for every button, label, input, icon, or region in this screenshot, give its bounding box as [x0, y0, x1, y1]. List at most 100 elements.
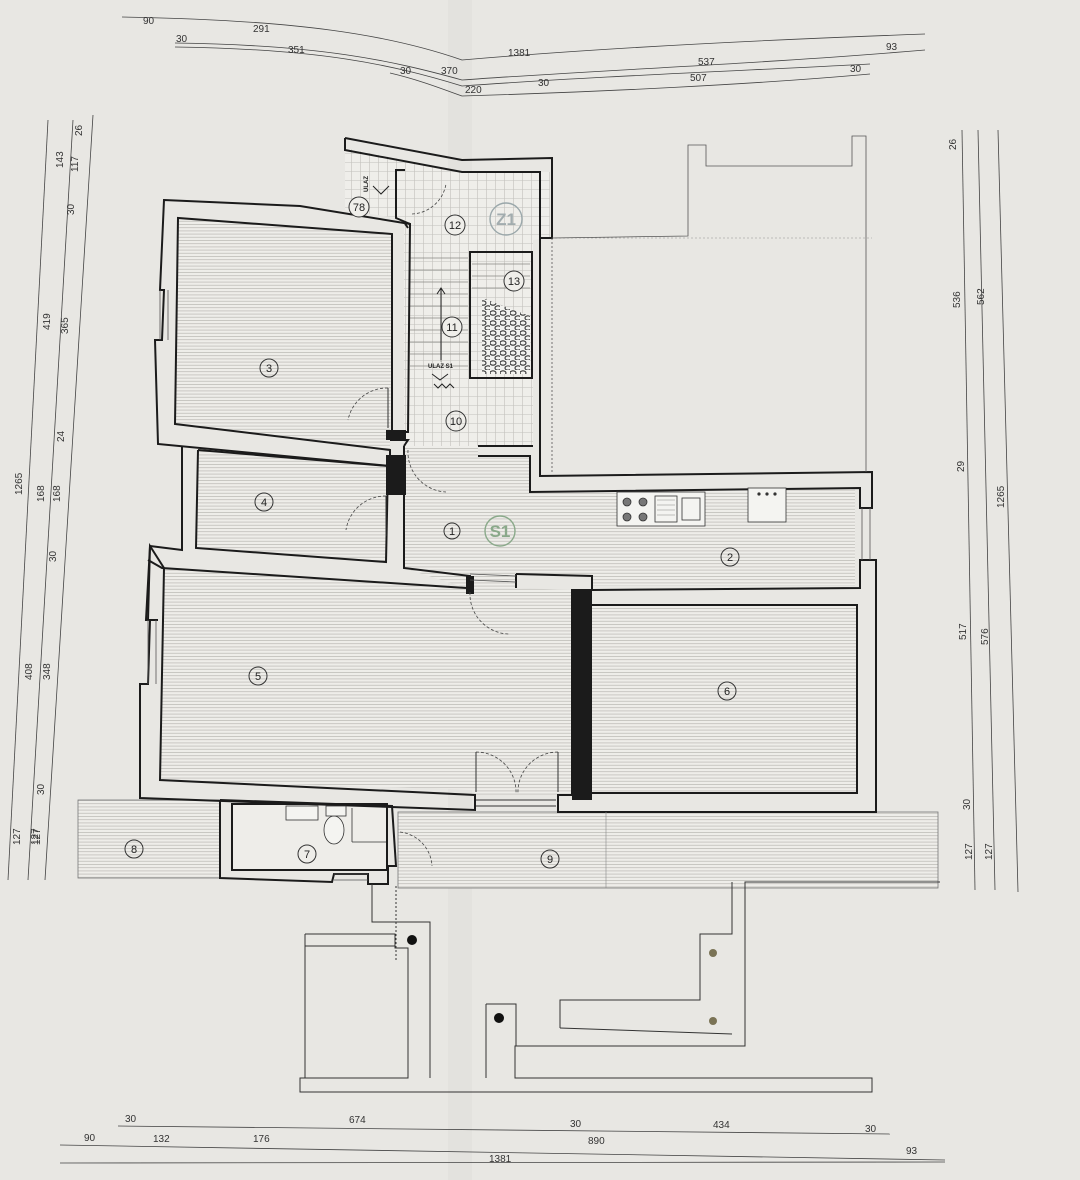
door-leaves [385, 388, 559, 807]
room-label-7: 7 [297, 844, 317, 864]
dim-label: 434 [713, 1120, 730, 1131]
svg-text:6: 6 [724, 686, 730, 698]
dim-label: 419 [42, 313, 53, 330]
dim-label: 348 [42, 663, 53, 680]
dim-label: 127 [12, 828, 23, 845]
dim-label: 507 [690, 73, 707, 84]
top-dimension-lines [121, 16, 926, 97]
dim-label: 576 [980, 628, 991, 645]
dim-label: 517 [958, 623, 969, 640]
bottom-dimension-lines [59, 1125, 946, 1164]
dim-label: 26 [948, 138, 959, 150]
room-label-12: 12 [444, 214, 466, 236]
dim-label: 890 [588, 1136, 605, 1147]
dim-label: 24 [56, 430, 67, 442]
bathroom-fixtures [285, 805, 386, 845]
svg-text:12: 12 [449, 220, 461, 232]
wall-fills [386, 430, 592, 800]
dim-label: 30 [48, 550, 59, 562]
door-swings [345, 183, 559, 867]
zone-label-s1: S1 [484, 515, 516, 547]
dim-label: 537 [698, 57, 715, 68]
dim-label: 30 [538, 78, 550, 89]
room-4-floor [196, 450, 388, 562]
room-label-13: 13 [503, 270, 525, 292]
room-label-5: 5 [248, 666, 268, 686]
svg-text:11: 11 [446, 322, 457, 334]
dim-label: 127 [30, 828, 41, 845]
right-dimension-lines [961, 129, 1019, 893]
svg-text:3: 3 [266, 363, 272, 375]
dim-label: 536 [952, 291, 963, 308]
exterior-structures [299, 881, 940, 1093]
dim-label: 30 [962, 798, 973, 810]
terrace-9 [397, 811, 939, 889]
svg-text:2: 2 [727, 552, 733, 564]
dim-label: 132 [153, 1134, 170, 1145]
dim-label: 127 [984, 843, 995, 860]
dim-label: 30 [176, 34, 188, 45]
stone-fill [482, 298, 530, 374]
dim-label: 30 [66, 203, 77, 215]
yard-lines [551, 135, 872, 472]
dim-label: 291 [253, 24, 270, 35]
ulaz-s1-label: ULAZ S1 [428, 364, 454, 370]
room-label-8: 8 [124, 839, 144, 859]
svg-text:4: 4 [261, 497, 267, 509]
dim-label: 29 [956, 460, 967, 472]
room-label-2: 2 [720, 547, 740, 567]
dim-label: 30 [850, 64, 862, 75]
dim-label: 1265 [14, 472, 25, 495]
room-label-6: 6 [717, 681, 737, 701]
room-3-floor [175, 218, 392, 450]
walls [139, 137, 877, 885]
svg-text:Z1: Z1 [496, 210, 516, 229]
kitchen-lines [657, 499, 675, 516]
ulaz-label: ULAZ [364, 176, 370, 192]
dim-label: 674 [349, 1115, 366, 1126]
exterior-markers [407, 935, 717, 1025]
room-label-3: 3 [259, 358, 279, 378]
left-dimension-lines [7, 114, 94, 881]
dim-label: 117 [70, 156, 81, 172]
dim-label: 143 [55, 151, 66, 168]
dim-label: 30 [570, 1119, 582, 1130]
room-label-11: 11 [441, 316, 463, 338]
right-dimension-labels: 26 536 29 517 30 127 562 576 127 1265 [948, 138, 1007, 860]
kitchen-fixtures [616, 487, 787, 527]
room-label-10: 10 [445, 410, 467, 432]
room-label-4: 4 [254, 492, 274, 512]
dim-label: 30 [125, 1114, 137, 1125]
dim-label: 168 [52, 485, 63, 502]
svg-text:13: 13 [508, 276, 520, 288]
floor-areas [77, 148, 939, 889]
bottom-dimension-labels: 30 674 30 434 30 90 132 176 890 93 1381 [84, 1114, 918, 1165]
top-dimension-labels: 90 291 1381 93 30 351 370 537 30 220 30 … [143, 16, 898, 96]
dim-label: 370 [441, 66, 458, 77]
room-label-1: 1 [443, 522, 461, 540]
dim-label: 365 [60, 317, 71, 334]
dim-label: 1381 [489, 1154, 512, 1165]
left-dimension-labels: 1265 127 143 419 168 408 127 26 117 30 3… [12, 124, 85, 845]
dim-label: 127 [32, 828, 43, 845]
svg-text:9: 9 [547, 854, 553, 866]
svg-text:7: 7 [304, 849, 310, 861]
dim-label: 90 [143, 16, 155, 27]
dim-label: 562 [976, 288, 987, 305]
dim-label: 168 [36, 485, 47, 502]
terrace-8 [77, 799, 221, 879]
svg-text:1: 1 [449, 526, 455, 538]
svg-text:78: 78 [353, 202, 365, 214]
svg-text:5: 5 [255, 671, 261, 683]
room-labels: 1 2 3 4 5 6 7 8 9 10 11 12 13 78 [124, 196, 740, 869]
room-label-9: 9 [540, 849, 560, 869]
room-5-floor [160, 568, 572, 795]
dim-label: 30 [400, 66, 412, 77]
dim-label: 93 [886, 42, 898, 53]
dim-label: 351 [288, 45, 305, 56]
dim-label: 26 [74, 124, 85, 136]
entry-arrows [372, 185, 455, 389]
room-label-78: 78 [348, 196, 370, 218]
